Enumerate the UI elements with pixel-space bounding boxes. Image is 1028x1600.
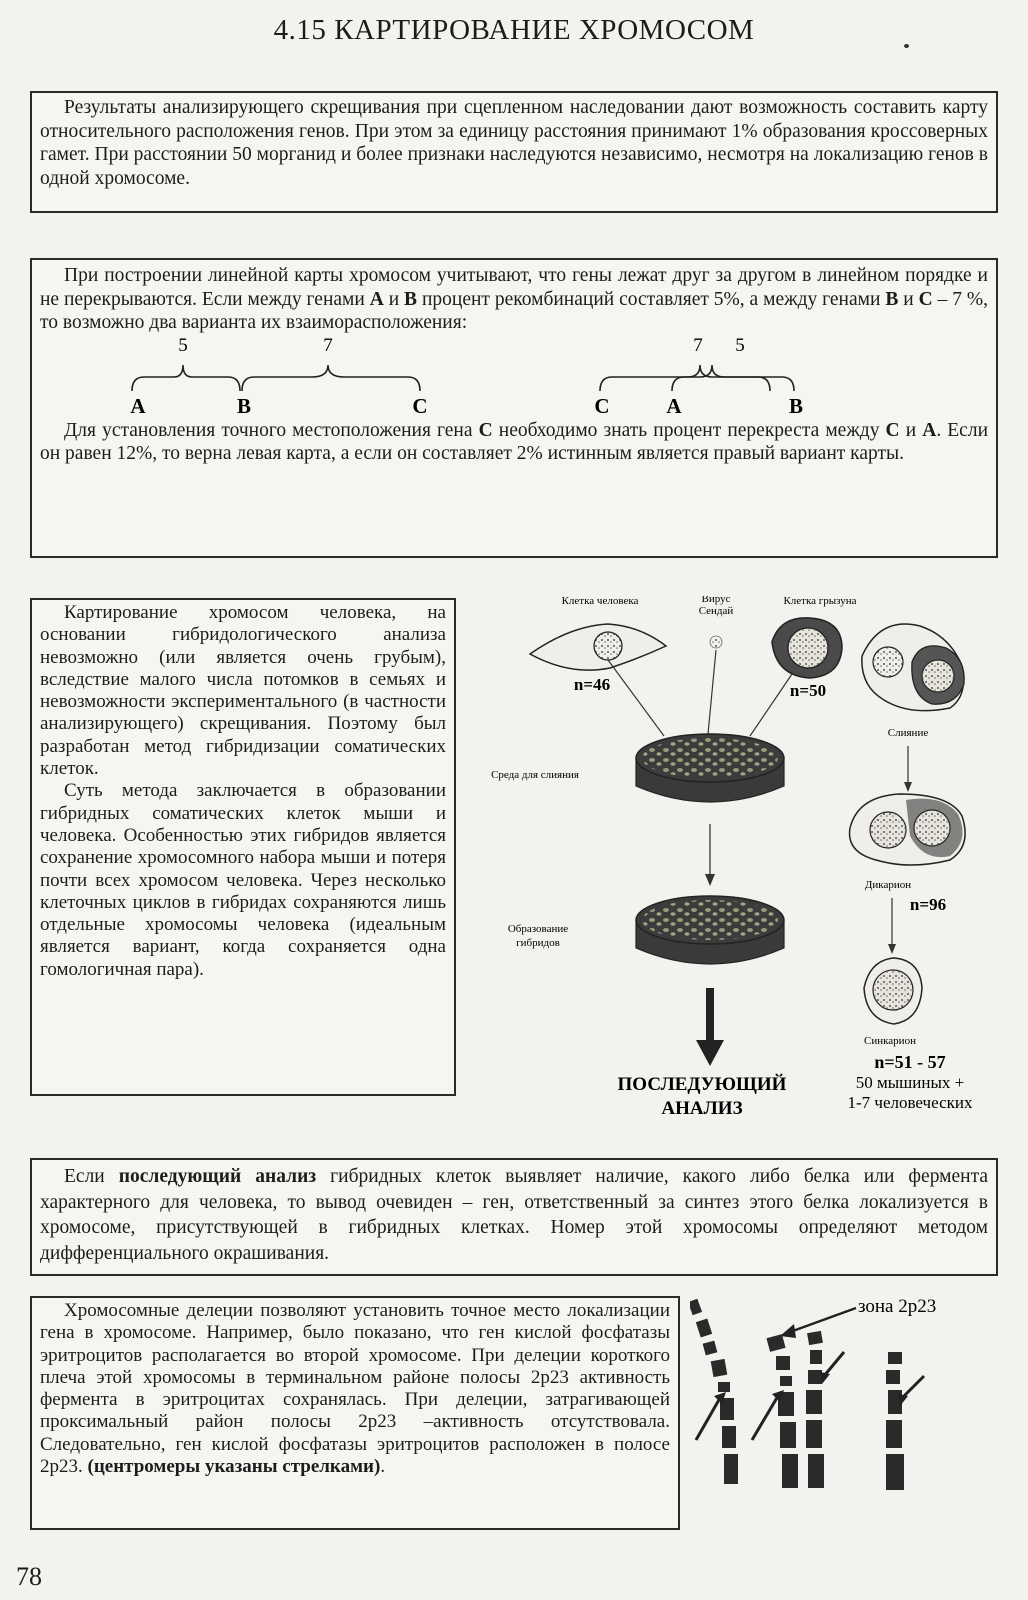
- page-title: 4.15 КАРТИРОВАНИЕ ХРОМОСОМ: [273, 14, 755, 46]
- chromosome-4-icon: [886, 1352, 904, 1490]
- further-analysis-label-1: ПОСЛЕДУЮЩИЙ: [618, 1073, 787, 1095]
- gene-maps-diagram: 5 7 А В С 7 5 С А В: [130, 337, 803, 417]
- chromosome-3-icon: [806, 1330, 824, 1488]
- synkaryon-label: Синкарион: [864, 1035, 916, 1047]
- synkaryon-desc-2: 1-7 человеческих: [848, 1093, 973, 1112]
- analysis-box: Если последующий анализ гибридных клеток…: [30, 1158, 998, 1276]
- somatic-box: Картирование хромосом человека, на основ…: [30, 598, 456, 1096]
- n-human-label: n=46: [574, 675, 610, 694]
- hybridization-diagram: Клетка человека Вирус Сендай Клетка грыз…: [491, 596, 973, 1119]
- left-brace-1: [131, 364, 241, 391]
- human-cell-label: Клетка человека: [562, 596, 639, 607]
- n-rodent-label: n=50: [790, 681, 826, 700]
- right-map-gene2: А: [666, 394, 682, 417]
- zone-2p23-label: зона 2р23: [858, 1296, 936, 1317]
- right-map-dist2: 5: [735, 337, 745, 356]
- left-map-dist1: 5: [178, 337, 188, 356]
- fusion-dish-icon: [635, 733, 785, 803]
- hybrid-dish-icon: [635, 895, 785, 965]
- rodent-cell-label: Клетка грызуна: [783, 596, 856, 607]
- deletions-box: Хромосомные делеции позволяют установить…: [30, 1296, 680, 1530]
- fused-cells-icon: [861, 623, 965, 712]
- somatic-para1: Картирование хромосом человека, на основ…: [40, 602, 446, 780]
- chromosome-deletion-diagram: зона 2р23: [690, 1296, 936, 1490]
- right-map-gene3: В: [789, 394, 803, 417]
- right-map-dist1: 7: [693, 337, 703, 356]
- virus-label-2: Сендай: [699, 605, 734, 617]
- dikaryon-icon: [848, 793, 966, 866]
- human-nucleus-icon: [593, 631, 623, 661]
- right-brace-2: [671, 364, 795, 391]
- fusion-label: Слияние: [888, 727, 929, 739]
- virus-icon: [709, 635, 723, 649]
- intro-text: Результаты анализирующего скрещивания пр…: [40, 97, 988, 189]
- n-dikaryon-label: n=96: [910, 895, 946, 914]
- fusion-medium-label: Среда для слияния: [491, 769, 579, 781]
- linear-map-para1: При построении линейной карты хромосом у…: [40, 265, 988, 333]
- left-map-gene3: С: [412, 394, 427, 417]
- n-synkaryon-label: n=51 - 57: [874, 1052, 945, 1072]
- left-map-gene2: В: [237, 394, 251, 417]
- chromosome-1-icon: [690, 1298, 738, 1484]
- synkaryon-desc-1: 50 мышиных +: [856, 1073, 964, 1092]
- virus-label-1: Вирус: [702, 596, 731, 605]
- page-number: 78: [16, 1562, 42, 1591]
- further-analysis-label-2: АНАЛИЗ: [661, 1098, 742, 1119]
- synkaryon-icon: [863, 957, 923, 1025]
- corner-dot: [904, 44, 909, 48]
- right-brace-1: [599, 364, 771, 391]
- deletions-text: Хромосомные делеции позволяют установить…: [40, 1300, 670, 1478]
- somatic-para2: Суть метода заключается в образовании ги…: [40, 780, 446, 980]
- hybrid-formation-label-1: Образование: [508, 923, 568, 935]
- hybrid-formation-label-2: гибридов: [516, 937, 560, 949]
- right-map-gene1: С: [594, 394, 609, 417]
- analysis-text: Если последующий анализ гибридных клеток…: [40, 1166, 988, 1264]
- linear-map-box: При построении линейной карты хромосом у…: [30, 258, 998, 558]
- intro-box: Результаты анализирующего скрещивания пр…: [30, 91, 998, 213]
- dikaryon-label: Дикарион: [865, 879, 911, 891]
- left-map-gene1: А: [130, 394, 146, 417]
- linear-map-para2: Для установления точного местоположения …: [40, 419, 989, 465]
- left-brace-2: [241, 364, 421, 391]
- chromosome-2-icon: [766, 1334, 798, 1488]
- left-map-dist2: 7: [323, 337, 333, 356]
